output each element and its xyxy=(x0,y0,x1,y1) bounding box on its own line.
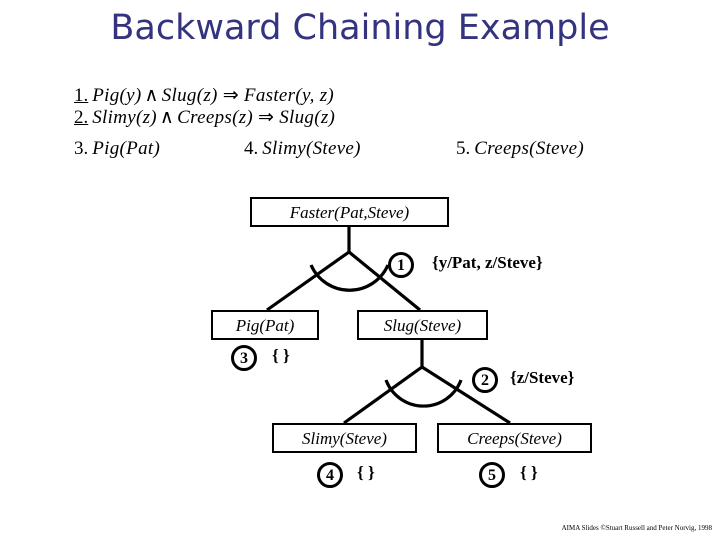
fact-5-text: Creeps(Steve) xyxy=(474,138,585,159)
rule-1-number: 1. xyxy=(74,85,89,106)
tree-node-slug-steve[interactable]: Slug(Steve) xyxy=(357,310,488,340)
fact-4: 4. Slimy(Steve) xyxy=(244,138,361,160)
page-title: Backward Chaining Example xyxy=(110,8,610,48)
rule-2-consequent: Slug(z) xyxy=(279,107,336,128)
knowledge-base-rules: 1. Pig(y)∧Slug(z)⇒Faster(y, z) 2. Slimy(… xyxy=(74,84,674,128)
fact-5-number: 5. xyxy=(456,138,471,159)
rule-1-conjunction-icon: ∧ xyxy=(144,85,159,106)
tree-node-creeps-steve[interactable]: Creeps(Steve) xyxy=(437,423,592,453)
rule-2-antecedent-left: Slimy(z) xyxy=(92,107,157,128)
fact-5: 5. Creeps(Steve) xyxy=(456,138,584,160)
fact-4-number: 4. xyxy=(244,138,259,159)
substitution-3: { } xyxy=(272,346,290,365)
rule-1-antecedent-right: Slug(z) xyxy=(161,85,218,106)
rule-2-number: 2. xyxy=(74,107,89,128)
rule-2-formula: Slimy(z)∧Creeps(z)⇒Slug(z) xyxy=(92,107,335,128)
knowledge-base-facts: 3. Pig(Pat) 4. Slimy(Steve) 5. Creeps(St… xyxy=(74,138,694,162)
fact-4-text: Slimy(Steve) xyxy=(262,138,361,159)
substitution-5: { } xyxy=(520,463,538,482)
rule-2-conjunction-icon: ∧ xyxy=(159,107,175,128)
rule-2: 2. Slimy(z)∧Creeps(z)⇒Slug(z) xyxy=(74,106,674,128)
rule-1-formula: Pig(y)∧Slug(z)⇒Faster(y, z) xyxy=(92,85,334,106)
rule-1: 1. Pig(y)∧Slug(z)⇒Faster(y, z) xyxy=(74,84,674,106)
step-marker-4[interactable]: 4 xyxy=(317,462,343,488)
tree-node-slimy-steve[interactable]: Slimy(Steve) xyxy=(272,423,417,453)
rule-1-antecedent-left: Pig(y) xyxy=(92,85,142,106)
substitution-1: {y/Pat, z/Steve} xyxy=(432,253,543,272)
fact-3-number: 3. xyxy=(74,138,89,159)
slide-footer-credit: AIMA Slides ©Stuart Russell and Peter No… xyxy=(561,524,712,532)
rule-2-antecedent-right: Creeps(z) xyxy=(177,107,254,128)
tree-node-pig-pat[interactable]: Pig(Pat) xyxy=(211,310,319,340)
substitution-4: { } xyxy=(357,463,375,482)
rule-2-implication-icon: ⇒ xyxy=(258,107,275,128)
fact-3-text: Pig(Pat) xyxy=(92,138,161,159)
tree-node-faster-pat-steve[interactable]: Faster(Pat,Steve) xyxy=(250,197,449,227)
substitution-2: {z/Steve} xyxy=(510,368,575,387)
step-marker-5[interactable]: 5 xyxy=(479,462,505,488)
step-marker-2[interactable]: 2 xyxy=(472,367,498,393)
step-marker-1[interactable]: 1 xyxy=(388,252,414,278)
rule-1-consequent: Faster(y, z) xyxy=(243,85,335,106)
step-marker-3[interactable]: 3 xyxy=(231,345,257,371)
fact-3: 3. Pig(Pat) xyxy=(74,138,160,160)
rule-1-implication-icon: ⇒ xyxy=(222,85,239,106)
